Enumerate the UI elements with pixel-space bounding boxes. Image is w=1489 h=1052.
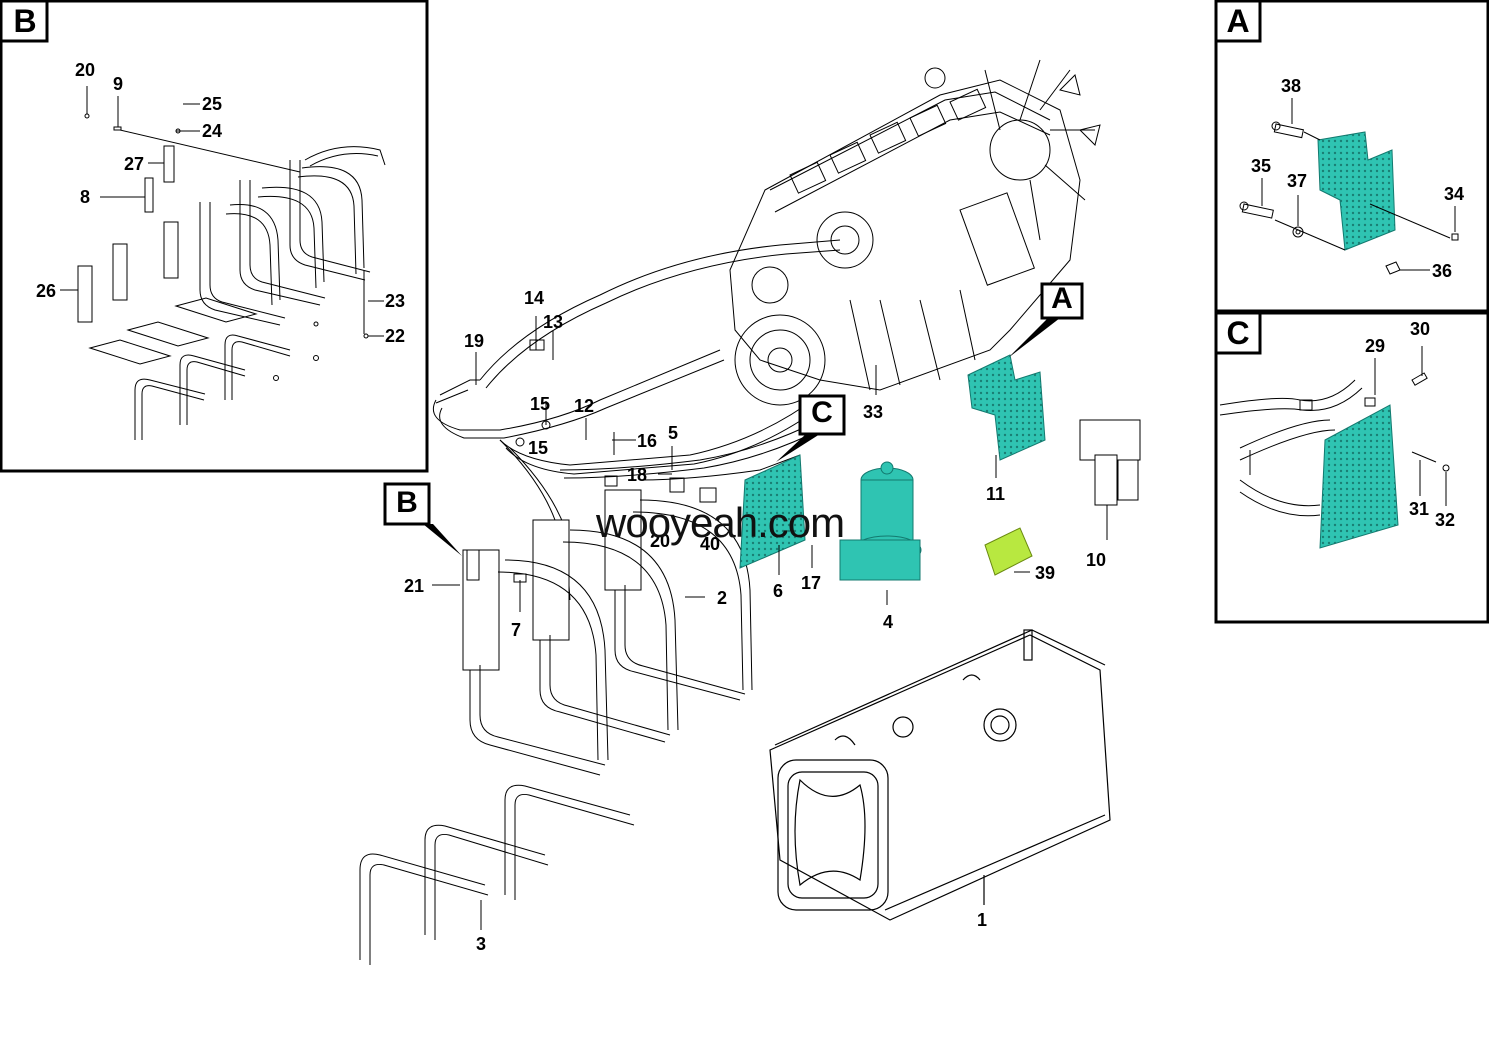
callout-36: 36 [1432, 261, 1453, 281]
guard-6 [739, 454, 813, 575]
callout-38: 38 [1281, 76, 1302, 96]
callout-39: 39 [1035, 563, 1056, 583]
callout-8: 8 [80, 187, 91, 207]
callout-22: 22 [385, 326, 406, 346]
callout-40: 40 [700, 534, 721, 554]
callout-34: 34 [1444, 184, 1465, 204]
callout-20-main: 20 [650, 531, 671, 551]
callout-6: 6 [773, 581, 784, 601]
callout-33: 33 [863, 402, 884, 422]
callout-3: 3 [476, 934, 487, 954]
callout-24: 24 [202, 121, 223, 141]
view-marker-a-label: A [1051, 282, 1073, 315]
fuel-pipes [432, 239, 841, 601]
inset-a-drawing [1239, 98, 1459, 275]
callout-16: 16 [637, 431, 658, 451]
part-39 [984, 527, 1033, 576]
inset-b-label: B [13, 3, 37, 39]
callout-17: 17 [801, 573, 822, 593]
callout-20-inset: 20 [75, 60, 96, 80]
callout-35: 35 [1251, 156, 1272, 176]
watermark: wooyeah.com [596, 499, 845, 546]
callout-2: 2 [717, 588, 728, 608]
callout-31: 31 [1409, 499, 1430, 519]
callout-4: 4 [883, 612, 894, 632]
callout-32: 32 [1435, 510, 1456, 530]
callout-25: 25 [202, 94, 223, 114]
callout-9: 9 [113, 74, 124, 94]
view-marker-c [776, 394, 846, 462]
inset-b-drawing [60, 86, 386, 440]
callout-29: 29 [1365, 336, 1386, 356]
view-marker-b-label: B [396, 486, 418, 519]
callout-27: 27 [124, 154, 145, 174]
view-marker-c-label: C [811, 396, 833, 429]
fuel-filter-10 [1079, 419, 1141, 540]
fuel-tank [769, 629, 1111, 921]
leader-lines [475, 352, 673, 475]
callout-11: 11 [986, 484, 1006, 504]
guard-11 [967, 354, 1046, 478]
callout-19: 19 [464, 331, 485, 351]
fuel-filter-4 [839, 461, 922, 605]
inset-c-label: C [1226, 315, 1250, 351]
callout-23: 23 [385, 291, 406, 311]
tank-brackets [432, 489, 753, 776]
callout-21: 21 [404, 576, 425, 596]
inset-a-label: A [1226, 3, 1250, 39]
callout-30: 30 [1410, 319, 1431, 339]
callout-12: 12 [574, 396, 595, 416]
callout-5: 5 [668, 423, 679, 443]
callout-10: 10 [1086, 550, 1107, 570]
engine [729, 59, 1101, 406]
callout-13: 13 [543, 312, 564, 332]
callout-14: 14 [524, 288, 545, 308]
callout-7: 7 [511, 620, 522, 640]
callout-26: 26 [36, 281, 57, 301]
tank-straps [359, 784, 635, 965]
inset-b-frame [0, 0, 429, 473]
callout-15b: 15 [528, 438, 549, 458]
callout-1: 1 [977, 910, 988, 930]
view-marker-b [383, 482, 462, 556]
callout-15a: 15 [530, 394, 551, 414]
inset-c-drawing [1219, 346, 1450, 549]
callout-18: 18 [627, 465, 648, 485]
callout-37: 37 [1287, 171, 1308, 191]
view-marker-a [1008, 282, 1084, 358]
